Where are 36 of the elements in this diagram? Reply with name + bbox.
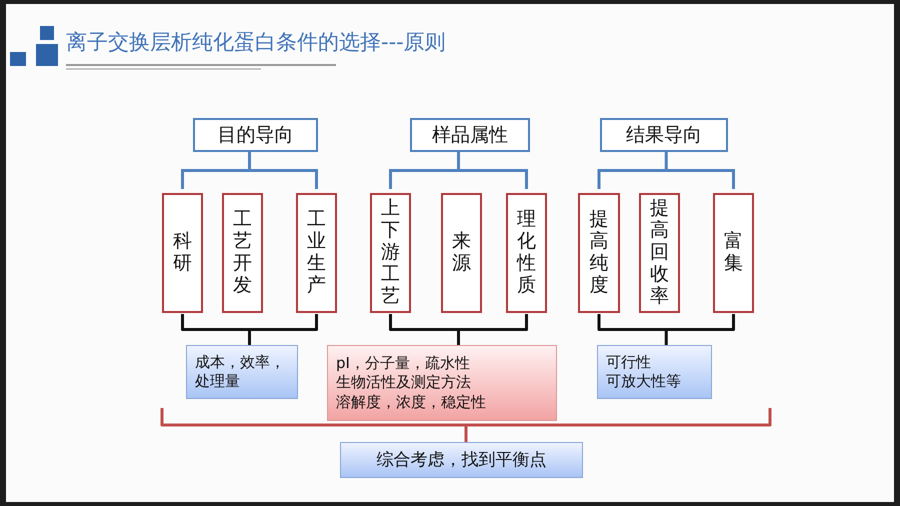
- factor-box: [222, 193, 263, 313]
- factor-box: [296, 193, 337, 313]
- box-text: 结果导向: [626, 122, 702, 148]
- box-text: pI，分子量，疏水性: [336, 354, 470, 374]
- box-text: 可放大性等: [606, 372, 681, 392]
- box-text: 来源: [452, 231, 471, 275]
- box-text: 生物活性及测定方法: [336, 373, 471, 393]
- box-text: 工业生产: [307, 209, 326, 297]
- box-text: 富集: [724, 231, 743, 275]
- category-box: [410, 118, 530, 152]
- box-text: 综合考虑，找到平衡点: [376, 448, 546, 472]
- note-box: [327, 345, 557, 421]
- summary-box: [340, 442, 583, 478]
- box-text: 上下游工艺: [381, 198, 400, 308]
- box-text: 提高纯度: [590, 209, 608, 297]
- factor-box: [639, 193, 680, 313]
- factor-box: [713, 193, 754, 313]
- category-box: [600, 118, 728, 152]
- box-text: 工艺开发: [233, 209, 252, 297]
- note-box: [186, 345, 298, 399]
- factor-box: [370, 193, 411, 313]
- box-text: 提高回收率: [650, 198, 669, 308]
- box-text: 成本，效率，处理量: [195, 352, 286, 392]
- factor-box: [506, 193, 547, 313]
- box-text: 科研: [173, 231, 192, 275]
- box-text: 目的导向: [218, 122, 294, 148]
- factor-box: [162, 193, 203, 313]
- category-box: [193, 118, 318, 152]
- box-text: 溶解度，浓度，稳定性: [336, 392, 486, 412]
- box-text: 理化性质: [517, 209, 536, 297]
- factor-box: [441, 193, 482, 313]
- factor-box: [578, 193, 620, 313]
- box-text: 样品属性: [432, 122, 508, 148]
- box-text: 可行性: [606, 352, 651, 372]
- slide-title: 离子交换层析纯化蛋白条件的选择---原则: [66, 29, 446, 56]
- note-box: [597, 345, 712, 399]
